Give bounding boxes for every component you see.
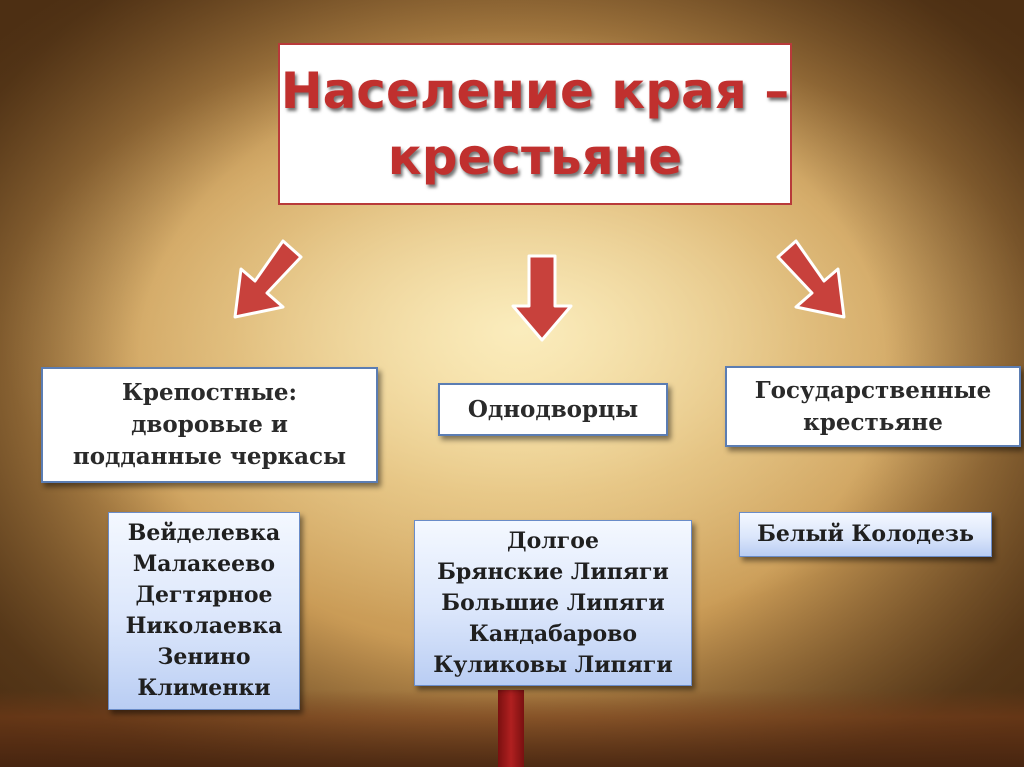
list-item: Белый Колодезь [757, 521, 974, 547]
category-state-peasants-line-1: Государственные [754, 376, 992, 404]
list-item: Куликовы Липяги [433, 651, 673, 678]
category-serfs-line-1: Крепостные: [121, 379, 298, 406]
arrow-right-icon [776, 239, 846, 319]
arrow-down-icon [511, 254, 573, 342]
category-odnodvortsy: Однодворцы [438, 383, 668, 436]
villages-odnodvortsy-list: Долгое Брянские Липяги Большие Липяги Ка… [414, 520, 692, 686]
list-item: Дегтярное [135, 582, 273, 608]
bookmark-ribbon [498, 690, 524, 767]
list-item: Большие Липяги [441, 589, 665, 616]
villages-serfs-list: Вейделевка Малакеево Дегтярное Николаевк… [108, 512, 300, 710]
arrow-left-icon [233, 239, 303, 319]
category-serfs: Крепостные: дворовые и подданные черкасы [41, 367, 378, 483]
list-item: Николаевка [125, 613, 283, 639]
list-item: Долгое [507, 527, 599, 554]
title-line-2: крестьяне [387, 128, 683, 186]
category-serfs-line-3: подданные черкасы [72, 443, 347, 470]
villages-state-peasants-list: Белый Колодезь [739, 512, 992, 557]
category-odnodvortsy-label: Однодворцы [467, 395, 639, 423]
category-state-peasants: Государственные крестьяне [725, 366, 1021, 447]
list-item: Брянские Липяги [437, 558, 669, 585]
list-item: Клименки [137, 675, 271, 701]
category-state-peasants-line-2: крестьяне [803, 408, 943, 436]
list-item: Зенино [157, 644, 251, 670]
title-line-1: Население края – [280, 62, 790, 120]
list-item: Малакеево [132, 551, 276, 577]
list-item: Вейделевка [127, 520, 281, 546]
title-box: Население края – крестьяне [278, 43, 792, 205]
category-serfs-line-2: дворовые и [131, 411, 288, 438]
list-item: Кандабарово [468, 620, 638, 647]
